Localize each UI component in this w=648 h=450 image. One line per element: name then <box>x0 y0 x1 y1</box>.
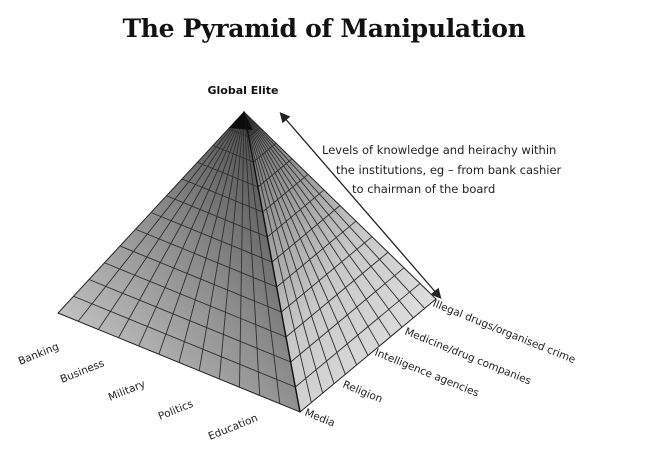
left-face-label: Education <box>207 412 260 443</box>
block-joint-line <box>77 111 245 322</box>
left-face-grid <box>73 111 296 404</box>
hierarchy-arrow <box>279 112 442 299</box>
block-joint-line <box>138 111 245 347</box>
block-joint-line <box>218 111 245 380</box>
left-face-label: Politics <box>157 398 195 423</box>
block-joint-line <box>158 111 245 355</box>
block-joint-line <box>243 111 312 403</box>
annotation-line: the institutions, eg – from bank cashier <box>336 163 562 177</box>
annotation-text: Levels of knowledge and heirachy within … <box>322 143 562 196</box>
block-joint-line <box>178 111 245 363</box>
block-joint-line <box>198 111 245 371</box>
left-face-label: Business <box>59 357 106 385</box>
left-face-label: Banking <box>17 341 61 368</box>
right-face-label: Media <box>303 407 337 430</box>
block-joint-line <box>97 111 245 330</box>
apex-label: Global Elite <box>207 84 278 97</box>
block-joint-line <box>243 111 261 396</box>
block-joint-line <box>239 111 245 388</box>
block-joint-line <box>118 111 245 338</box>
annotation-line: to chairman of the board <box>352 182 495 196</box>
annotation-line: Levels of knowledge and heirachy within <box>322 143 556 157</box>
right-face-label: Religion <box>341 379 384 406</box>
pyramid-front-edge <box>243 111 301 413</box>
left-face-label: Military <box>107 378 148 404</box>
diagram-title: The Pyramid of Manipulation <box>122 14 526 43</box>
block-joint-line <box>243 111 281 404</box>
